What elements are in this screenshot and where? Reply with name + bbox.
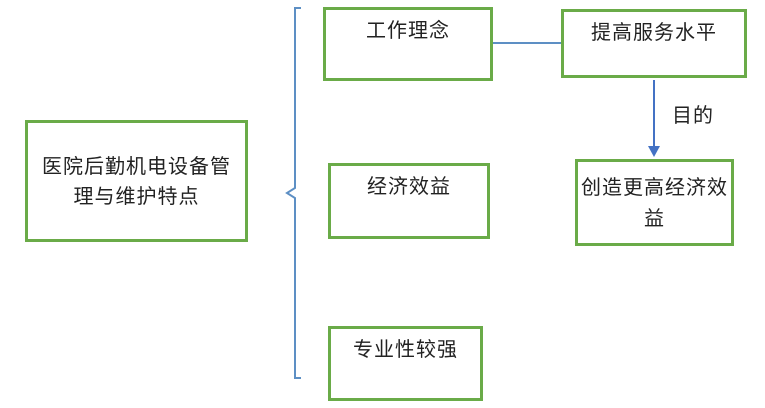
economic-benefit-box: 经济效益 bbox=[328, 163, 490, 239]
service-level-label: 提高服务水平 bbox=[591, 20, 717, 44]
main-topic-label: 医院后勤机电设备管理与维护特点 bbox=[42, 154, 231, 208]
purpose-arrow-head bbox=[648, 146, 660, 157]
branch-bracket bbox=[285, 7, 301, 379]
main-topic-box: 医院后勤机电设备管理与维护特点 bbox=[25, 120, 248, 242]
economic-benefit-label: 经济效益 bbox=[367, 174, 451, 198]
create-benefit-label: 创造更高经济效益 bbox=[581, 174, 728, 230]
create-benefit-box: 创造更高经济效益 bbox=[575, 159, 734, 246]
purpose-edge-label: 目的 bbox=[672, 103, 714, 127]
work-concept-box: 工作理念 bbox=[323, 7, 493, 81]
professionalism-box: 专业性较强 bbox=[328, 326, 483, 401]
service-level-box: 提高服务水平 bbox=[561, 9, 747, 78]
professionalism-label: 专业性较强 bbox=[353, 337, 458, 361]
work-concept-label: 工作理念 bbox=[366, 18, 450, 42]
